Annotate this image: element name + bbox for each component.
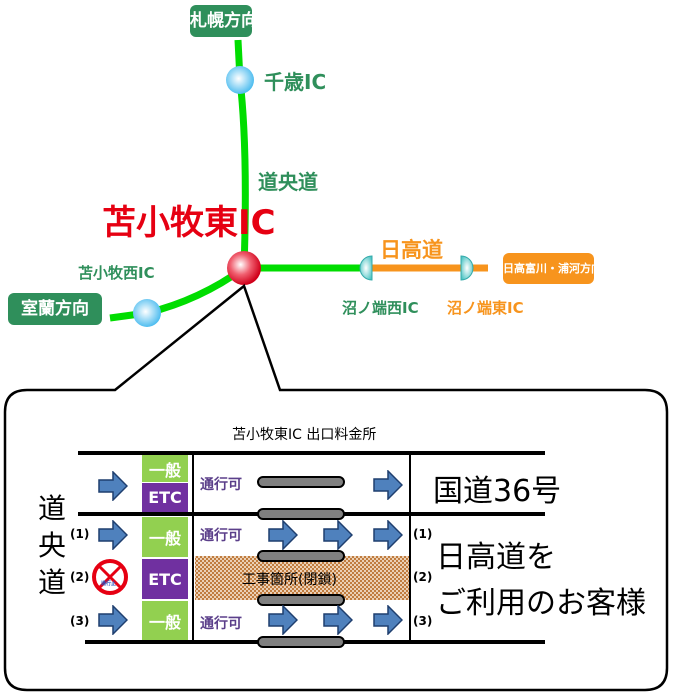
- booth-etc-closed: ETC: [142, 559, 188, 599]
- booth-general: 一般: [142, 455, 188, 482]
- construction-label: 工事箇所(閉鎖): [242, 572, 337, 588]
- no-entry-sign-icon: [92, 559, 128, 595]
- char: 道: [38, 566, 67, 599]
- lane-number: (3): [413, 614, 433, 628]
- construction-zone: [195, 556, 410, 600]
- pass-label: 通行可: [200, 616, 242, 632]
- numanohata-nishi-ic-marker: [359, 255, 373, 281]
- pass-label: 通行可: [200, 477, 242, 493]
- hidaka-users-line2: ご利用のお客様: [436, 586, 646, 621]
- hidaka-road-label: 日高道: [380, 238, 443, 262]
- tomakomai-higashi-ic-label: 苫小牧東IC: [102, 203, 276, 243]
- doo-road-vertical-label: 道 央 道: [38, 490, 66, 601]
- hidaka-users-line1: 日高道を: [436, 540, 556, 575]
- tollgate-title: 苫小牧東IC 出口料金所: [232, 427, 377, 443]
- lane-number: (1): [413, 527, 433, 541]
- chitose-ic-label: 千歳IC: [264, 70, 327, 94]
- island-bars: [257, 476, 345, 648]
- no-entry-sign-text: 通行止: [101, 581, 117, 587]
- numanohata-higashi-ic-label: 沼ノ端東IC: [447, 299, 524, 317]
- lane-number: (2): [70, 570, 90, 584]
- booth-general: 一般: [142, 517, 188, 557]
- sapporo-direction-sign: 札幌方向: [190, 5, 258, 37]
- hidaka-direction-sign: 日高富川・浦河方向: [503, 253, 602, 284]
- lane-number: (3): [70, 614, 90, 628]
- lane-number: (1): [70, 527, 90, 541]
- tomakomai-higashi-ic-marker: [227, 251, 261, 285]
- tomakomai-nishi-ic-marker: [133, 299, 161, 327]
- booth-etc: ETC: [142, 483, 188, 512]
- numanohata-higashi-ic-marker: [460, 255, 474, 281]
- booth-general: 一般: [142, 601, 188, 640]
- tomakomai-nishi-ic-label: 苫小牧西IC: [78, 264, 155, 282]
- lane-number: (2): [413, 570, 433, 584]
- chitose-ic-marker: [226, 66, 254, 94]
- pass-label: 通行可: [200, 528, 242, 544]
- route36-label: 国道36号: [433, 474, 562, 509]
- doo-road-label: 道央道: [258, 170, 318, 194]
- char: 央: [38, 529, 67, 562]
- numanohata-nishi-ic-label: 沼ノ端西IC: [342, 299, 419, 317]
- muroran-direction-sign: 室蘭方向: [8, 293, 102, 325]
- char: 道: [38, 492, 67, 525]
